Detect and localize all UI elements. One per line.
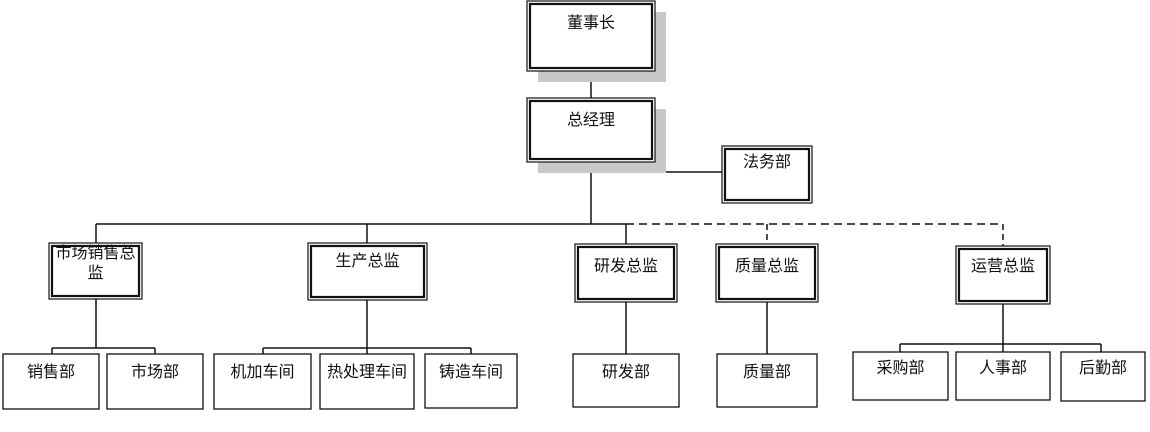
- node-sales-dept: 销售部: [2, 353, 100, 410]
- node-legal: 法务部: [721, 145, 813, 204]
- node-inner-border: [723, 147, 811, 202]
- node-label: 生产总监: [335, 251, 399, 270]
- node-border: [955, 351, 1051, 401]
- node-label: 总经理: [567, 110, 615, 129]
- node-outer-border: [715, 243, 819, 303]
- node-label: 市场销售总监: [55, 243, 135, 282]
- node-border: [2, 353, 100, 410]
- node-outer-border: [307, 242, 428, 301]
- node-quality-dept: 质量部: [716, 353, 818, 408]
- node-outer-border: [48, 242, 143, 300]
- node-border: [716, 353, 818, 408]
- node-label: 后勤部: [1079, 358, 1127, 377]
- node-border: [572, 353, 680, 408]
- node-label: 质量部: [743, 362, 791, 381]
- node-marketing-sales-director: 市场销售总监: [48, 242, 143, 300]
- node-machining-workshop: 机加车间: [213, 353, 312, 410]
- node-border: [852, 351, 949, 401]
- node-operations-director: 运营总监: [955, 245, 1051, 305]
- node-label: 研发部: [602, 362, 650, 381]
- node-rd-dept: 研发部: [572, 353, 680, 408]
- node-label: 销售部: [27, 362, 75, 381]
- node-label: 市场部: [131, 362, 179, 381]
- node-rd-director: 研发总监: [574, 243, 678, 303]
- node-outer-border: [526, 0, 656, 72]
- node-label: 人事部: [979, 358, 1027, 377]
- node-quality-director: 质量总监: [715, 243, 819, 303]
- node-label: 采购部: [876, 358, 924, 377]
- node-border: [106, 353, 204, 410]
- node-market-dept: 市场部: [106, 353, 204, 410]
- node-label: 董事长: [567, 13, 615, 32]
- node-casting-workshop: 铸造车间: [424, 353, 518, 409]
- node-label: 热处理车间: [327, 362, 407, 381]
- node-outer-border: [574, 243, 678, 303]
- node-chairman: 董事长: [526, 0, 666, 82]
- node-hr-dept: 人事部: [955, 351, 1051, 401]
- node-general-manager: 总经理: [526, 97, 666, 173]
- node-outer-border: [721, 145, 813, 204]
- node-label: 机加车间: [230, 362, 294, 381]
- node-border: [424, 353, 518, 409]
- node-inner-border: [717, 245, 817, 301]
- node-production-director: 生产总监: [307, 242, 428, 301]
- node-inner-border: [528, 99, 654, 161]
- node-inner-border: [528, 2, 654, 70]
- node-label: 研发总监: [594, 256, 658, 275]
- node-label: 铸造车间: [439, 362, 503, 381]
- node-inner-border: [309, 244, 426, 299]
- node-label: 质量总监: [735, 256, 799, 275]
- connector-lines: [51, 71, 1102, 354]
- node-label: 法务部: [743, 152, 791, 171]
- node-purchasing-dept: 采购部: [852, 351, 949, 401]
- node-outer-border: [526, 97, 656, 163]
- node-label: 运营总监: [971, 256, 1035, 275]
- node-logistics-dept: 后勤部: [1060, 351, 1146, 402]
- node-outer-border: [955, 245, 1051, 305]
- node-border: [1060, 351, 1146, 402]
- node-inner-border: [50, 244, 141, 298]
- node-border: [213, 353, 312, 410]
- node-inner-border: [957, 247, 1049, 303]
- node-heat-treatment-workshop: 热处理车间: [319, 353, 415, 410]
- node-border: [319, 353, 415, 410]
- node-inner-border: [576, 245, 676, 301]
